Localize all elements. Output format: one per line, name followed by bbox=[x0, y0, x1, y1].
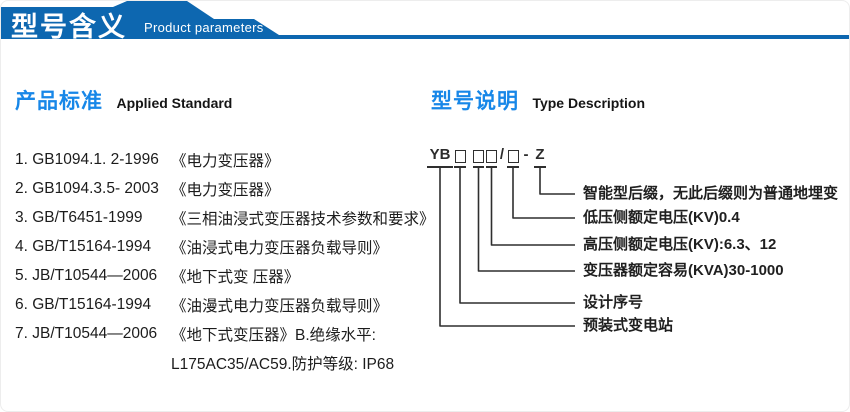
standard-title: 《地下式变 压器》 bbox=[171, 268, 300, 286]
code-prefix: YB bbox=[427, 147, 453, 168]
placeholder-square-icon bbox=[486, 150, 497, 163]
connector-lines bbox=[439, 168, 575, 327]
diagram-label-lv-voltage: 低压侧额定电压(KV)0.4 bbox=[583, 209, 740, 226]
code-placeholder-box bbox=[473, 147, 484, 168]
standard-code: 6. GB/T15164-1994 bbox=[15, 295, 152, 313]
page-subtitle: Product parameters bbox=[144, 20, 264, 35]
model-code-diagram: YB / - Z 智能型后缀，无此后缀则为普通地埋变 低压侧额定电压(KV)0.… bbox=[425, 146, 849, 357]
diagram-label-design-serial: 设计序号 bbox=[583, 294, 644, 311]
code-slash: / bbox=[499, 146, 505, 163]
diagram-label-rated-capacity: 变压器额定容易(KVA)30-1000 bbox=[583, 262, 784, 279]
standard-code: 1. GB1094.1. 2-1996 bbox=[15, 150, 159, 168]
page-header: 型号含义 Product parameters bbox=[1, 1, 849, 43]
standards-heading-en: Applied Standard bbox=[116, 95, 233, 111]
standards-heading: 产品标准 Applied Standard bbox=[15, 85, 232, 115]
placeholder-square-icon bbox=[473, 150, 484, 163]
diagram-label-smart-suffix: 智能型后缀，无此后缀则为普通地埋变 bbox=[583, 185, 839, 202]
standard-title: 《油漫式电力变压器负载导则》 bbox=[171, 297, 389, 315]
header-ribbon-shape bbox=[1, 1, 849, 39]
type-heading-en: Type Description bbox=[532, 95, 645, 111]
page-title: 型号含义 bbox=[11, 12, 127, 42]
standard-title: 《电力变压器》 bbox=[171, 181, 280, 199]
standard-item: 4. GB/T15164-1994 《油浸式电力变压器负载导则》 bbox=[15, 232, 425, 261]
standard-item: 7. JB/T10544—2006 《地下式变压器》B.绝缘水平: bbox=[15, 319, 425, 348]
placeholder-square-icon bbox=[454, 150, 466, 163]
standard-code: 7. JB/T10544—2006 bbox=[15, 324, 158, 342]
code-dash: - bbox=[523, 146, 529, 163]
standard-title: 《电力变压器》 bbox=[171, 152, 280, 170]
code-placeholder-box bbox=[454, 147, 466, 168]
standard-item: 6. GB/T15164-1994 《油漫式电力变压器负载导则》 bbox=[15, 290, 425, 319]
standard-code: 5. JB/T10544—2006 bbox=[15, 266, 158, 284]
standard-continuation-text: L175AC35/AC59.防护等级: IP68 bbox=[171, 355, 395, 373]
code-placeholder-box bbox=[507, 147, 519, 168]
standard-code: 4. GB/T15164-1994 bbox=[15, 237, 152, 255]
standard-code: 2. GB1094.3.5- 2003 bbox=[15, 179, 159, 197]
placeholder-square-icon bbox=[507, 150, 519, 163]
standard-item: 1. GB1094.1. 2-1996 《电力变压器》 bbox=[15, 145, 425, 174]
standard-item: 3. GB/T6451-1999 《三相油浸式变压器技术参数和要求》 bbox=[15, 203, 435, 232]
standard-item-continuation: L175AC35/AC59.防护等级: IP68 bbox=[15, 348, 425, 377]
standard-item: 2. GB1094.3.5- 2003 《电力变压器》 bbox=[15, 174, 425, 203]
standard-code: 3. GB/T6451-1999 bbox=[15, 208, 143, 226]
standards-heading-cn: 产品标准 bbox=[15, 90, 103, 113]
code-suffix: Z bbox=[534, 147, 546, 168]
diagram-label-hv-voltage: 高压侧额定电压(KV):6.3、12 bbox=[583, 236, 777, 253]
type-heading-cn: 型号说明 bbox=[431, 90, 519, 113]
standard-title: 《油浸式电力变压器负载导则》 bbox=[171, 239, 389, 257]
standard-title: 《三相油浸式变压器技术参数和要求》 bbox=[171, 210, 435, 228]
type-heading: 型号说明 Type Description bbox=[431, 85, 645, 115]
code-placeholder-box bbox=[486, 147, 497, 168]
standard-item: 5. JB/T10544—2006 《地下式变 压器》 bbox=[15, 261, 425, 290]
standards-list: 1. GB1094.1. 2-1996 《电力变压器》 2. GB1094.3.… bbox=[15, 145, 435, 377]
standard-title: 《地下式变压器》B.绝缘水平: bbox=[171, 326, 376, 344]
diagram-label-prefab-substation: 预装式变电站 bbox=[583, 317, 674, 334]
